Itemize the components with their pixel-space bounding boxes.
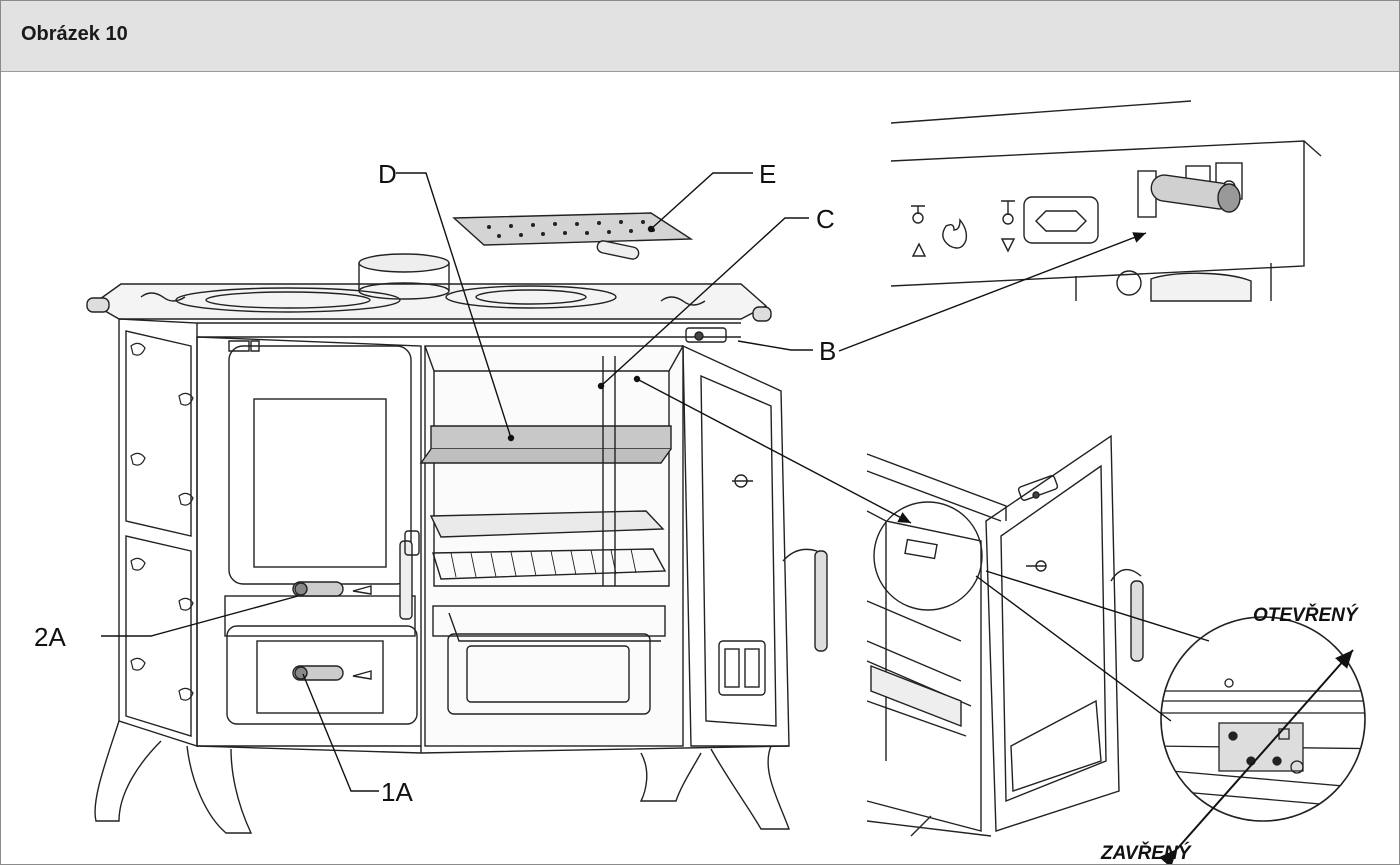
label-e: E: [759, 159, 776, 189]
arrow-b: [838, 232, 1147, 352]
label-closed: ZAVŘENÝ: [1100, 842, 1193, 864]
oven-detail-inset: [866, 434, 1144, 837]
label-2a: 2A: [34, 622, 66, 652]
leader-2a: [101, 595, 299, 637]
damper-magnifier: [1160, 616, 1366, 822]
leader-c: [600, 217, 809, 387]
label-b: B: [819, 336, 836, 366]
leader-b: [737, 340, 813, 351]
label-d: D: [378, 159, 397, 189]
stove-illustration: [86, 253, 828, 834]
magnifier-leaders: [975, 570, 1210, 722]
arrow-c: [636, 378, 912, 524]
label-c: C: [816, 204, 835, 234]
figure-header: Obrázek 10: [1, 1, 1399, 72]
leader-1a: [302, 673, 379, 792]
label-1a: 1A: [381, 777, 413, 807]
leader-e: [650, 172, 753, 230]
label-open: OTEVŘENÝ: [1253, 604, 1360, 626]
control-panel-inset: [890, 100, 1322, 302]
leader-d: [396, 172, 512, 439]
figure-title: Obrázek 10: [21, 23, 128, 45]
open-close-arrow: [1159, 649, 1354, 864]
leader-lines: [101, 172, 1354, 864]
plate-e: [452, 212, 694, 260]
